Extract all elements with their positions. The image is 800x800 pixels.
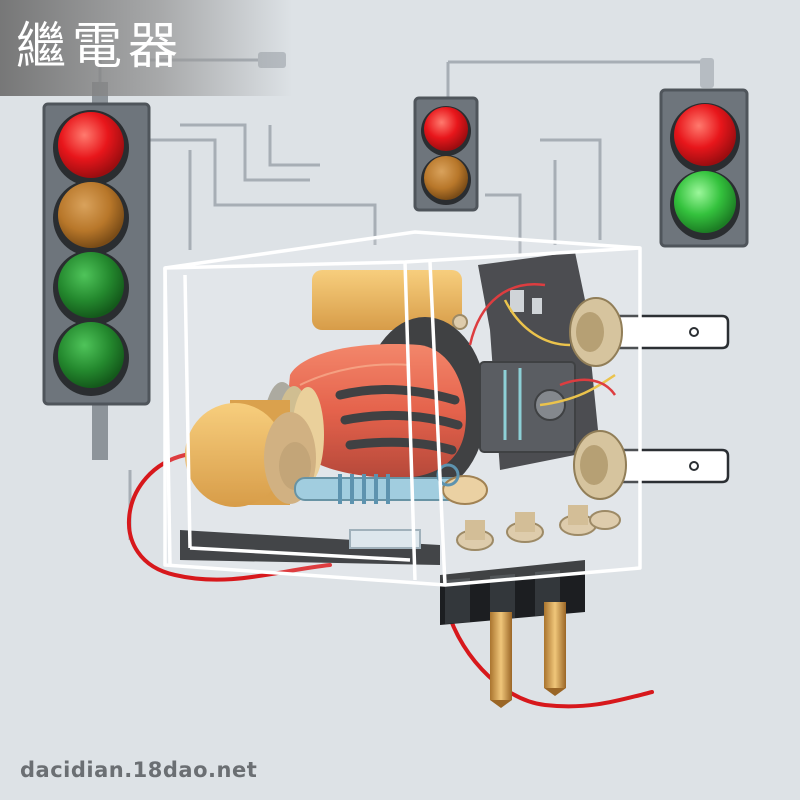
armature-spring: [294, 463, 488, 505]
yoke: [312, 270, 462, 330]
traffic-light-right: [659, 88, 749, 248]
contact-mounts: [349, 505, 621, 551]
site-watermark: dacidian.18dao.net: [20, 758, 258, 782]
green-lamp: [58, 252, 124, 318]
amber-lamp: [424, 156, 468, 200]
circuit-board: [452, 252, 617, 470]
title-banner: 繼電器: [0, 0, 292, 96]
red-lamp: [674, 104, 736, 166]
pipe-cap: [700, 58, 714, 88]
red-lamp: [58, 112, 124, 178]
green-lamp: [674, 171, 736, 233]
base-plate: [180, 530, 440, 565]
page-title: 繼電器: [16, 17, 184, 75]
coil: [285, 344, 466, 479]
amber-lamp: [58, 182, 124, 248]
traffic-light-middle: [413, 96, 479, 212]
green-lamp: [58, 322, 124, 388]
transparent-housing: [163, 230, 642, 587]
traffic-light-left: [42, 82, 151, 460]
red-lamp: [424, 107, 468, 151]
